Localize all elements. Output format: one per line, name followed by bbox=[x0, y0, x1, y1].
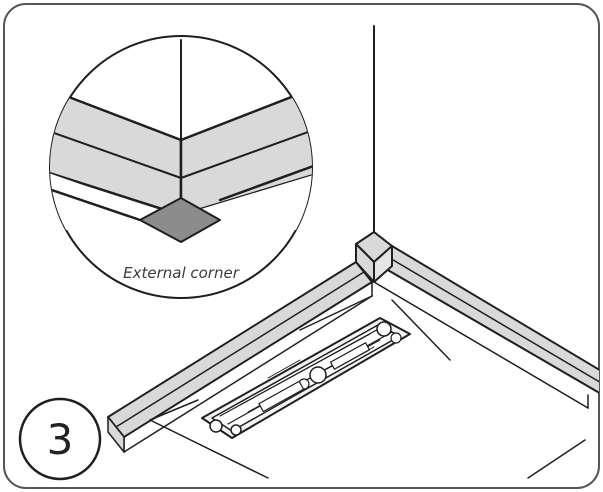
callout-label: External corner bbox=[123, 264, 240, 282]
external-corner-callout: External corner bbox=[49, 35, 313, 299]
floor-edge-left bbox=[299, 295, 373, 331]
corner-cap bbox=[355, 231, 393, 283]
step-badge: 3 bbox=[18, 397, 102, 481]
floor-edge-left-2 bbox=[149, 399, 199, 421]
device-plate bbox=[201, 317, 411, 439]
floor-edge-front bbox=[149, 419, 269, 479]
floor-edge-right-2 bbox=[527, 439, 586, 479]
callout-corner-piece bbox=[139, 197, 221, 243]
floor-edge-right bbox=[391, 299, 451, 361]
step-number: 3 bbox=[47, 415, 74, 464]
